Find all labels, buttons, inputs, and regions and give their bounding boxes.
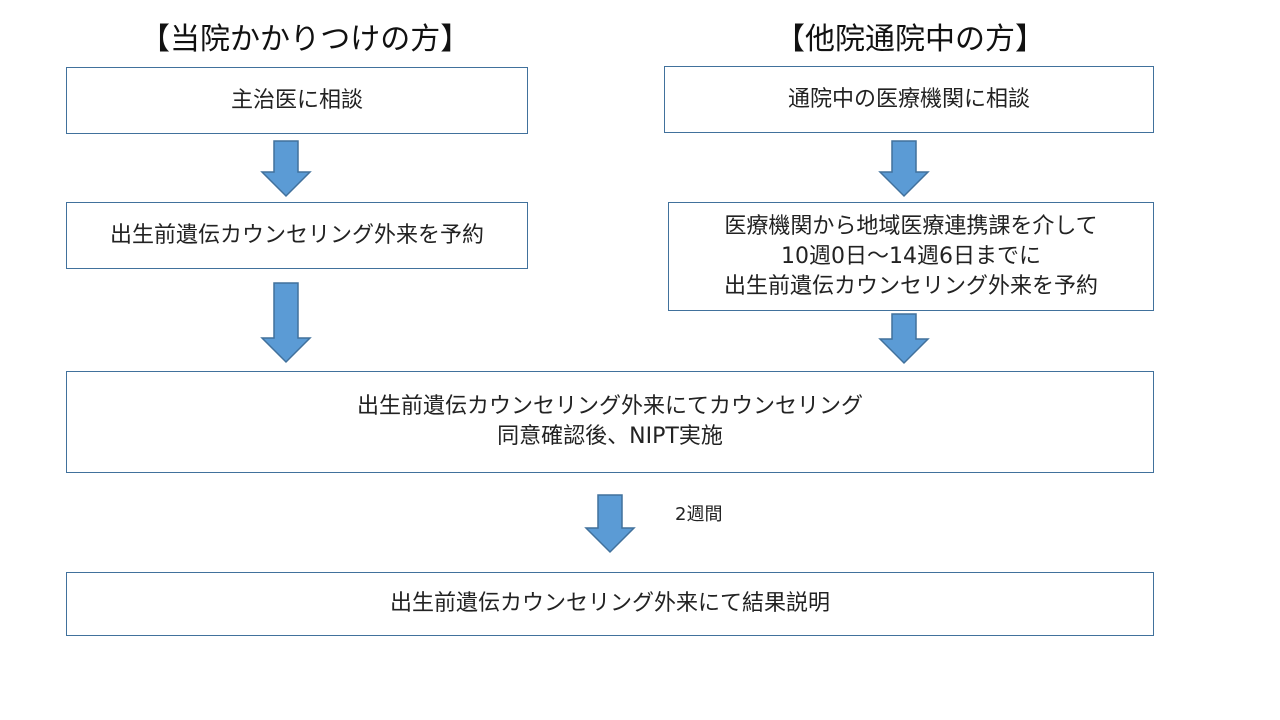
box-line: 出生前遺伝カウンセリング外来を予約 <box>723 273 1098 299</box>
box-line: 医療機関から地域医療連携課を介して <box>724 213 1098 239</box>
arrow-down-icon <box>878 313 930 365</box>
box-label: 出生前遺伝カウンセリング外来を予約 <box>109 222 484 248</box>
box-line: 10週0日～14週6日までに <box>781 243 1041 269</box>
arrow-down-icon <box>878 140 930 198</box>
box-line: 出生前遺伝カウンセリング外来にてカウンセリング <box>356 394 863 419</box>
box-reserve-counseling: 出生前遺伝カウンセリング外来を予約 <box>66 202 528 269</box>
heading-own-patients: 【当院かかりつけの方】 <box>140 22 471 57</box>
box-counseling-and-nipt: 出生前遺伝カウンセリング外来にてカウンセリング 同意確認後、NIPT実施 <box>66 371 1154 473</box>
box-label: 通院中の医療機関に相談 <box>787 86 1030 112</box>
box-line: 同意確認後、NIPT実施 <box>497 424 723 449</box>
wait-period-label: 2週間 <box>675 504 723 525</box>
box-result-explanation: 出生前遺伝カウンセリング外来にて結果説明 <box>66 572 1154 636</box>
box-consult-attending-doctor: 主治医に相談 <box>66 67 528 134</box>
box-label: 出生前遺伝カウンセリング外来にて結果説明 <box>389 591 830 616</box>
arrow-down-icon <box>260 282 312 364</box>
box-label: 主治医に相談 <box>230 87 363 113</box>
heading-other-clinic-patients: 【他院通院中の方】 <box>775 22 1045 57</box>
arrow-down-icon <box>260 140 312 198</box>
box-consult-current-clinic: 通院中の医療機関に相談 <box>664 66 1154 133</box>
box-reserve-via-regional-liaison: 医療機関から地域医療連携課を介して 10週0日～14週6日までに 出生前遺伝カウ… <box>668 202 1154 311</box>
arrow-down-icon <box>584 494 636 554</box>
